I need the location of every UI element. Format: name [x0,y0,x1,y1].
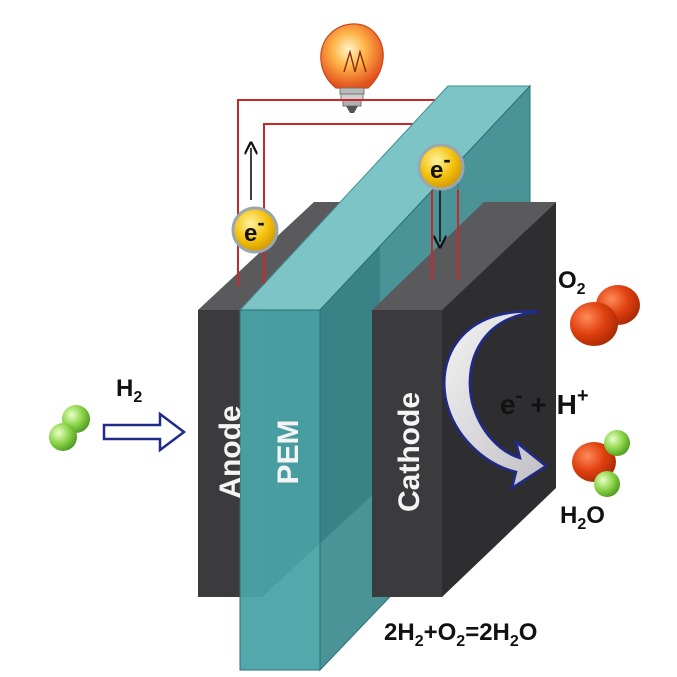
svg-text:e-: e- [430,147,451,184]
overall-equation: 2H2+O2=2H2O [384,619,537,650]
anode-label: Anode [214,405,247,498]
svg-text:e-: e- [244,210,265,247]
water-label: H2O [560,502,605,533]
reaction-center-label: e-+H+ [500,385,589,420]
cathode-label: Cathode [393,392,426,512]
pem-label: PEM [272,419,305,484]
hydrogen-molecule-icon [49,405,90,451]
hydrogen-input-arrow [102,411,187,453]
oxygen-molecule-icon [570,285,640,346]
light-bulb-icon [320,23,384,113]
water-molecule-icon [572,430,630,497]
electron-token-cathode: e- [417,143,465,191]
cathode-electrode [372,202,556,597]
oxygen-label: O2 [558,267,586,298]
hydrogen-label: H2 [116,375,142,406]
electron-token-anode: e- [231,206,279,254]
reaction-flow-arrow [443,310,549,491]
